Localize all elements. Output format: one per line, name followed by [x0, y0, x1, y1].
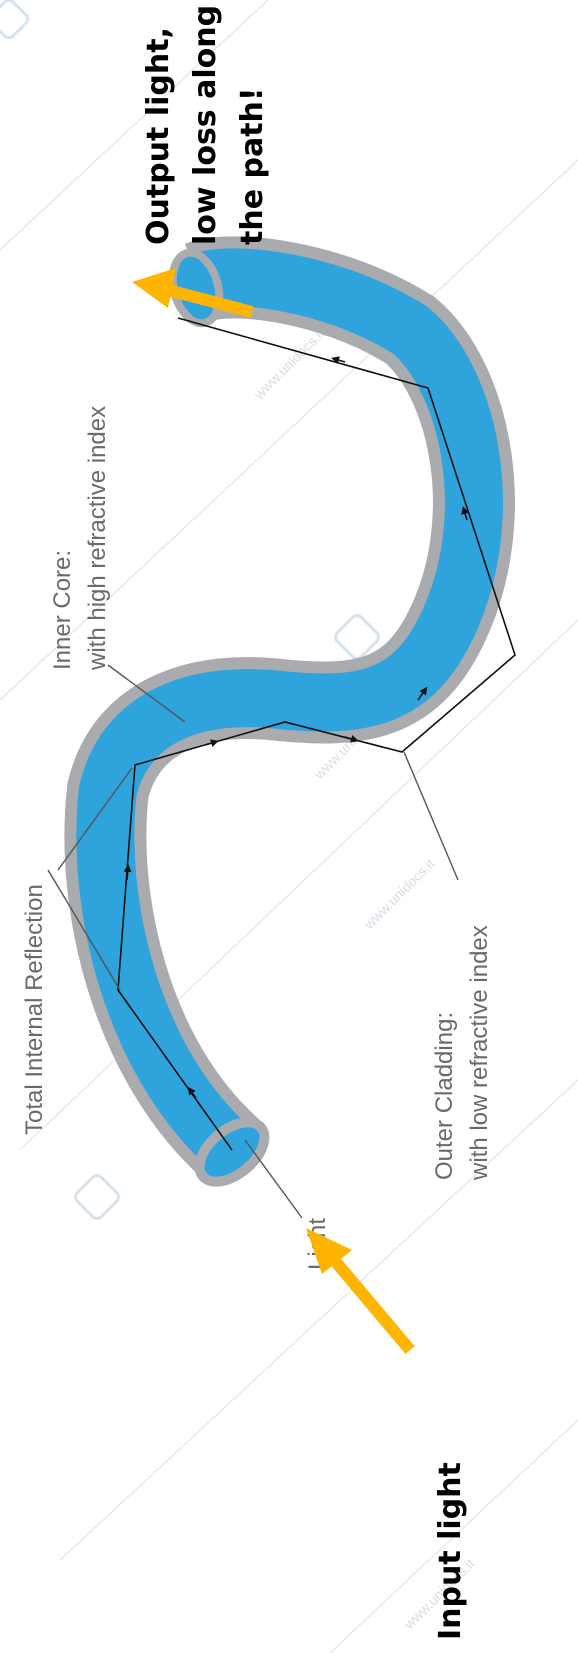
- output-light-label-line2: low loss along: [188, 5, 223, 245]
- total-internal-reflection-label: Total Internal Reflection: [21, 884, 48, 1135]
- input-arrow-icon: [306, 1228, 410, 1350]
- inner-core-label: Inner Core:: [49, 550, 76, 670]
- watermark-text: www.unidocs.it: [250, 325, 328, 403]
- inner-core-desc-label: with high refractive index: [84, 406, 111, 671]
- input-light-label: Input light: [433, 1462, 468, 1640]
- outer-cladding-desc-label: with low refractive index: [466, 925, 493, 1181]
- outer-cladding-label: Outer Cladding:: [431, 1012, 458, 1180]
- watermark-text: www.unidocs.it: [360, 855, 438, 933]
- output-light-label-line3: the path!: [235, 87, 270, 245]
- output-light-label-line1: Output light,: [141, 27, 176, 245]
